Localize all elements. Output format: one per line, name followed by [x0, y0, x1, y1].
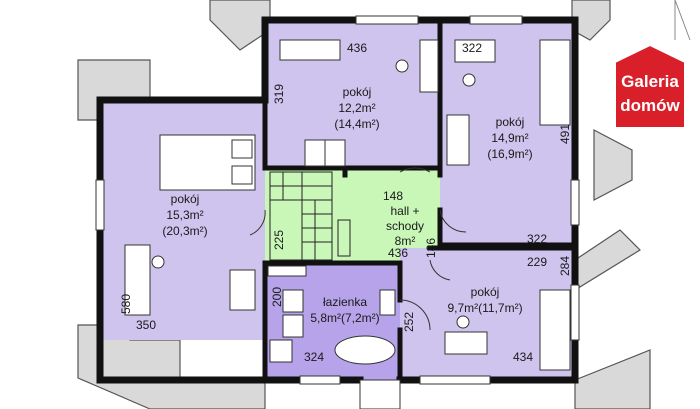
room-left-area-total: (20,3m²) [162, 224, 207, 238]
galeria-domow-badge[interactable]: Galeria domów [614, 0, 691, 129]
hall-name-1: hall + [390, 204, 419, 218]
roof-right [593, 129, 633, 201]
room-bottom-right-area: 9,7m²(11,7m²) [447, 301, 522, 315]
dim-284: 284 [558, 256, 572, 276]
room-labels: pokój 15,3m² (20,3m²) pokój 12,2m² (14,4… [162, 85, 532, 325]
windows [95, 15, 580, 409]
roof-right-lower [574, 229, 641, 292]
hall-area [265, 168, 440, 263]
hall-area: 8m² [395, 234, 416, 248]
dim-322-top: 322 [462, 41, 482, 55]
room-bottom-right-name: pokój [471, 285, 500, 299]
room-right-area-total: (16,9m²) [487, 147, 532, 161]
room-left-area: 15,3m² [166, 208, 203, 222]
room-left-name: pokój [171, 192, 200, 206]
dim-434: 434 [513, 350, 533, 364]
doors [249, 167, 467, 331]
dim-225: 225 [272, 230, 286, 250]
dim-322-mid: 322 [527, 232, 547, 246]
dimension-labels: 436 319 322 491 322 229 284 225 436 186 … [119, 41, 572, 364]
dim-436-hall: 436 [388, 246, 408, 260]
room-top-area-total: (14,4m²) [334, 117, 379, 131]
hall-name-2: schody [386, 219, 424, 233]
dim-580: 580 [119, 294, 133, 314]
dim-436-top: 436 [347, 41, 367, 55]
badge-line1: Galeria [621, 72, 679, 91]
dim-491: 491 [558, 124, 572, 144]
hall-dim: 148 [383, 189, 403, 203]
room-top-area: 12,2m² [338, 101, 375, 115]
dim-200: 200 [270, 287, 284, 307]
room-right-name: pokój [496, 115, 525, 129]
roof-top-left [209, 0, 271, 51]
furniture [124, 39, 571, 371]
staircase [269, 171, 351, 261]
dim-186: 186 [424, 238, 438, 258]
room-top-name: pokój [343, 85, 372, 99]
roof-overhangs [77, 0, 651, 409]
badge-line2: domów [620, 96, 680, 115]
bath-area: 5,8m²(7,2m²) [310, 311, 379, 325]
dim-229: 229 [527, 255, 547, 269]
dim-324: 324 [304, 350, 324, 364]
dim-350: 350 [136, 318, 156, 332]
room-right-area: 14,9m² [491, 131, 528, 145]
dim-252: 252 [402, 312, 416, 332]
bath-name: łazienka [323, 295, 367, 309]
roof-bottom-right [574, 349, 651, 409]
badge-tag [614, 43, 686, 129]
dim-319: 319 [272, 84, 286, 104]
interior-walls [262, 17, 578, 383]
